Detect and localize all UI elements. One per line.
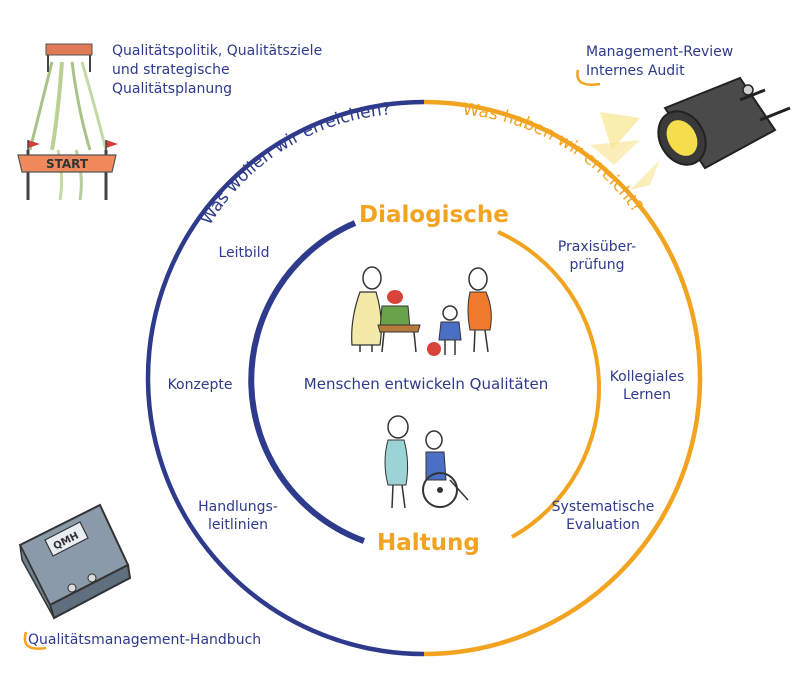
spotlight-icon (590, 76, 791, 190)
bottom-left-caption: Qualitätsmanagement-Handbuch (28, 632, 262, 648)
top-right-underline (576, 69, 601, 86)
right-step-1: Praxisüber- prüfung (557, 239, 637, 273)
handbook-icon (18, 503, 132, 620)
people-group-icon (351, 266, 492, 356)
center-text: Menschen entwickeln Qualitäten (303, 375, 549, 393)
top-right-caption: Management-Review Internes Audit (586, 44, 734, 79)
bottom-left-underline (23, 631, 47, 650)
left-step-3: Handlungs- leitlinien (198, 499, 278, 533)
left-step-2: Konzepte (167, 377, 233, 393)
inner-ring-right-arc (497, 230, 602, 539)
top-left-caption: Qualitätspolitik, Qualitätsziele und str… (112, 43, 323, 97)
right-step-2: Kollegiales Lernen (609, 369, 685, 403)
left-step-1: Leitbild (218, 245, 270, 261)
start-gate-icon (17, 43, 118, 201)
wheelchair-care-icon (384, 415, 469, 509)
start-banner-text: START (46, 157, 89, 171)
inner-ring-top-word: Dialogische (359, 202, 509, 228)
right-step-3: Systematische Evaluation (551, 499, 655, 533)
inner-ring-bottom-word: Haltung (377, 530, 480, 556)
outer-ring-right-arc (423, 99, 703, 657)
inner-ring-left-arc (248, 220, 366, 544)
outer-ring-left-arc (145, 99, 425, 657)
